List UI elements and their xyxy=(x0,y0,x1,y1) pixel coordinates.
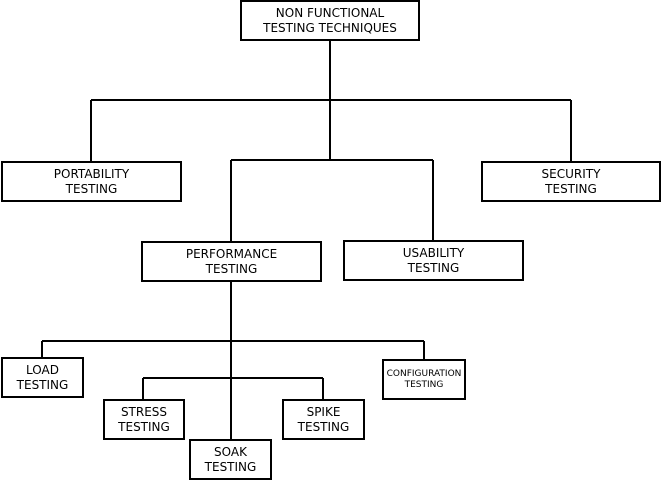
node-label-line: SOAK xyxy=(214,444,247,459)
node-label-line: PERFORMANCE xyxy=(185,246,278,261)
node-non-functional-testing-techniques: NON FUNCTIONAL TESTING TECHNIQUES xyxy=(240,0,420,41)
node-load-testing: LOAD TESTING xyxy=(1,357,84,398)
node-label-line: PORTABILITY xyxy=(53,166,130,181)
node-label-line: TESTING TECHNIQUES xyxy=(263,20,397,35)
node-label-line: TESTING xyxy=(205,261,258,276)
node-soak-testing: SOAK TESTING xyxy=(189,439,272,480)
node-label-line: TESTING xyxy=(118,419,170,434)
node-label-line: TESTING xyxy=(204,459,257,474)
node-label-line: LOAD xyxy=(26,362,59,377)
node-label-line: SPIKE xyxy=(306,404,341,419)
node-label-line: TESTING xyxy=(404,379,444,390)
node-label-line: STRESS xyxy=(120,404,168,419)
node-configuration-testing: CONFIGURATION TESTING xyxy=(382,359,466,400)
node-security-testing: SECURITY TESTING xyxy=(481,161,661,202)
node-label-line: TESTING xyxy=(16,377,69,392)
node-label-line: TESTING xyxy=(297,419,350,434)
node-label-line: CONFIGURATION xyxy=(386,368,462,379)
node-label-line: NON FUNCTIONAL xyxy=(275,5,385,20)
node-label-line: TESTING xyxy=(65,181,118,196)
node-usability-testing: USABILITY TESTING xyxy=(343,240,524,281)
node-stress-testing: STRESS TESTING xyxy=(103,399,185,440)
node-label-line: USABILITY xyxy=(402,245,465,260)
node-performance-testing: PERFORMANCE TESTING xyxy=(141,241,322,282)
node-label-line: TESTING xyxy=(407,260,460,275)
node-label-line: SECURITY xyxy=(541,166,601,181)
node-spike-testing: SPIKE TESTING xyxy=(282,399,365,440)
node-label-line: TESTING xyxy=(545,181,597,196)
node-portability-testing: PORTABILITY TESTING xyxy=(1,161,182,202)
